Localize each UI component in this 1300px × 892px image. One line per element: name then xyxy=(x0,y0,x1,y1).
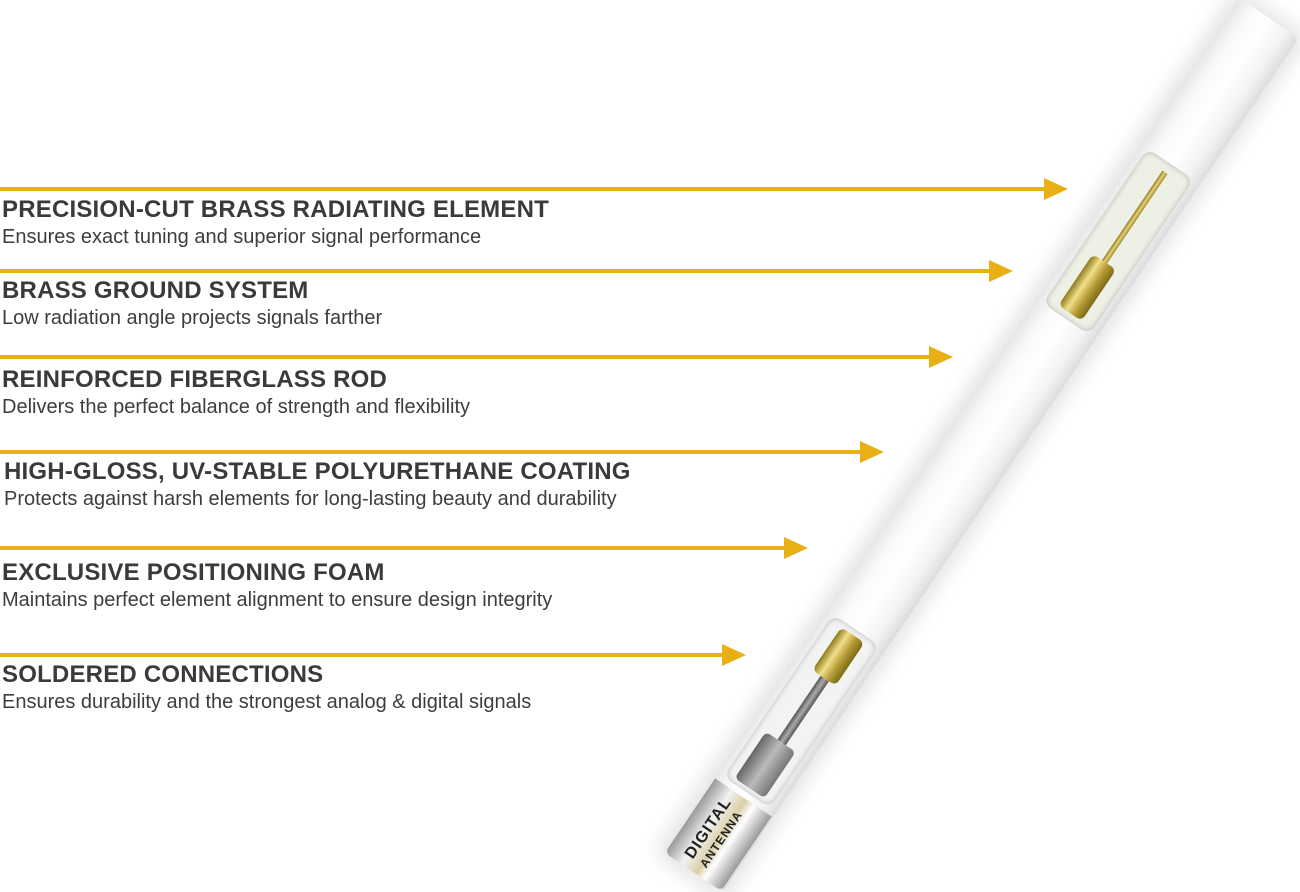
feature-radiating-element: PRECISION-CUT BRASS RADIATING ELEMENT En… xyxy=(2,196,549,250)
feature-title: BRASS GROUND SYSTEM xyxy=(2,277,309,304)
soldered-wire xyxy=(775,675,829,748)
lower-cutaway-window xyxy=(723,614,880,809)
arrow-6 xyxy=(0,644,746,666)
feature-description: Low radiation angle projects signals far… xyxy=(2,307,383,329)
feature-title: SOLDERED CONNECTIONS xyxy=(2,661,324,688)
feature-soldered-connections: SOLDERED CONNECTIONS Ensures durability … xyxy=(2,661,531,715)
feature-title: EXCLUSIVE POSITIONING FOAM xyxy=(2,559,385,586)
feature-description: Delivers the perfect balance of strength… xyxy=(2,396,471,418)
arrow-1 xyxy=(0,178,1068,200)
brass-radiating-element xyxy=(1100,170,1168,266)
feature-positioning-foam: EXCLUSIVE POSITIONING FOAM Maintains per… xyxy=(2,559,552,613)
feature-coating: HIGH-GLOSS, UV-STABLE POLYURETHANE COATI… xyxy=(4,458,631,512)
feature-title: PRECISION-CUT BRASS RADIATING ELEMENT xyxy=(2,196,549,223)
feature-ground-system: BRASS GROUND SYSTEM Low radiation angle … xyxy=(2,277,382,331)
antenna-illustration: DIGITAL ANTENNA xyxy=(663,0,1299,892)
feature-title: HIGH-GLOSS, UV-STABLE POLYURETHANE COATI… xyxy=(4,458,631,485)
feature-description: Ensures exact tuning and superior signal… xyxy=(2,226,482,248)
upper-cutaway-window xyxy=(1042,148,1194,335)
arrow-3 xyxy=(0,346,953,368)
feature-fiberglass-rod: REINFORCED FIBERGLASS ROD Delivers the p… xyxy=(2,366,470,420)
feature-description: Ensures durability and the strongest ana… xyxy=(2,691,532,713)
digital-antenna-logo: DIGITAL ANTENNA xyxy=(682,794,746,871)
feature-description: Maintains perfect element alignment to e… xyxy=(2,589,553,611)
feature-description: Protects against harsh elements for long… xyxy=(4,488,617,510)
arrow-2 xyxy=(0,260,1013,282)
arrow-4 xyxy=(0,441,884,463)
brass-ground-cylinder xyxy=(1058,253,1117,322)
feature-title: REINFORCED FIBERGLASS ROD xyxy=(2,366,388,393)
arrow-5 xyxy=(0,537,808,559)
